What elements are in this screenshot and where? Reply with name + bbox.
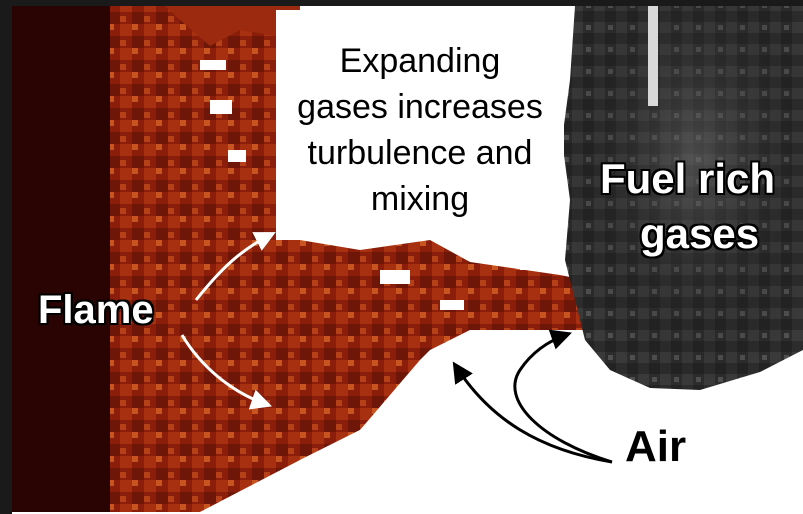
frame-top-bar [0,0,803,6]
flame-spark-5 [520,258,548,270]
callout-line-3: turbulence and [307,134,533,172]
arrow-flame-to-expanding [194,232,276,301]
flame-spark-1 [210,100,232,114]
fuel-rich-gas-highlight [562,6,803,390]
flame-spark-3 [200,60,226,70]
flame-spark-2 [228,150,246,162]
flame-region [110,6,610,512]
flame-spark-6 [440,300,464,310]
fuel-rich-label-line-1: Fuel rich [600,155,776,202]
arrow-air-to-flame [452,361,613,464]
probe-rod [648,6,658,106]
arrow-air-to-gas [513,329,613,464]
callout-line-2: gases increases [297,88,543,126]
frame-left-bar [0,0,12,514]
callout-line-1: Expanding [339,42,501,80]
arrow-flame-to-front [180,334,272,410]
air-label: Air [625,422,687,471]
flame-label: Flame [38,288,154,332]
callout-line-4: mixing [370,180,470,218]
expanding-gases-callout: Expanding gases increases turbulence and… [276,10,564,240]
flame-fragments [165,6,300,46]
flame-spark-4 [380,270,410,284]
fuel-rich-label-line-2: gases [640,210,760,257]
